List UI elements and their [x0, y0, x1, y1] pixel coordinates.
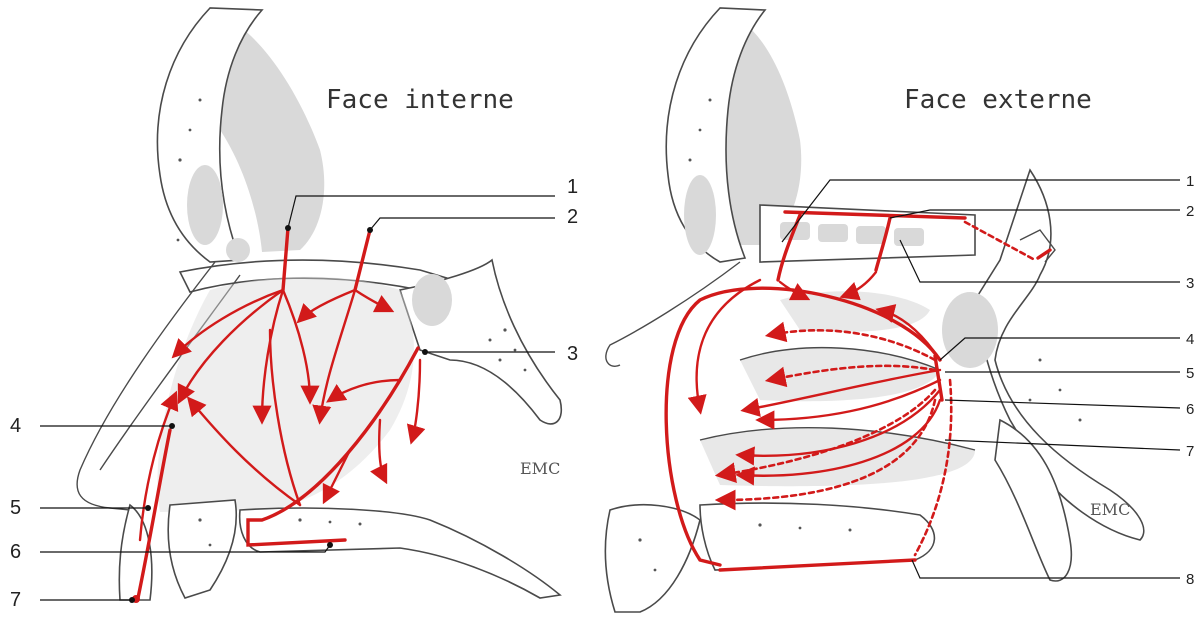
sphenoid-sinus: [412, 274, 452, 326]
panel-title-interne: Face interne: [326, 85, 514, 115]
frontal-sinus: [187, 165, 223, 245]
panel-face-externe: Face externe: [605, 8, 1194, 612]
incisive-bone: [168, 500, 236, 598]
frontal-sinus-right: [684, 175, 716, 255]
signature-right: EMC: [1090, 500, 1130, 519]
panel-title-externe: Face externe: [904, 85, 1092, 115]
hard-palate: [240, 508, 560, 598]
callout-left-2: 2: [567, 206, 578, 228]
sinus-cell: [226, 238, 250, 262]
callout-right-4: 4: [1186, 331, 1194, 348]
maxilla-right: [605, 505, 700, 612]
callout-left-3: 3: [567, 343, 578, 365]
maxillary-opening: [942, 292, 998, 368]
callout-left-7: 7: [10, 589, 21, 611]
callout-right-3: 3: [1186, 275, 1194, 292]
callout-right-7: 7: [1186, 443, 1194, 460]
callout-left-1: 1: [567, 176, 578, 198]
callout-right-6: 6: [1186, 401, 1194, 418]
callout-right-2: 2: [1186, 203, 1194, 220]
septum-shade: [157, 277, 413, 512]
signature-left: EMC: [520, 459, 560, 478]
inferior-turbinate: [700, 428, 975, 487]
callout-right-5: 5: [1186, 365, 1194, 382]
callout-right-1: 1: [1186, 173, 1194, 190]
callout-left-4: 4: [10, 415, 21, 437]
callout-left-5: 5: [10, 497, 21, 519]
callout-right-8: 8: [1186, 571, 1194, 588]
panel-face-interne: Face interne: [10, 8, 578, 611]
callout-left-6: 6: [10, 541, 21, 563]
sphenoid-right: [975, 170, 1144, 540]
